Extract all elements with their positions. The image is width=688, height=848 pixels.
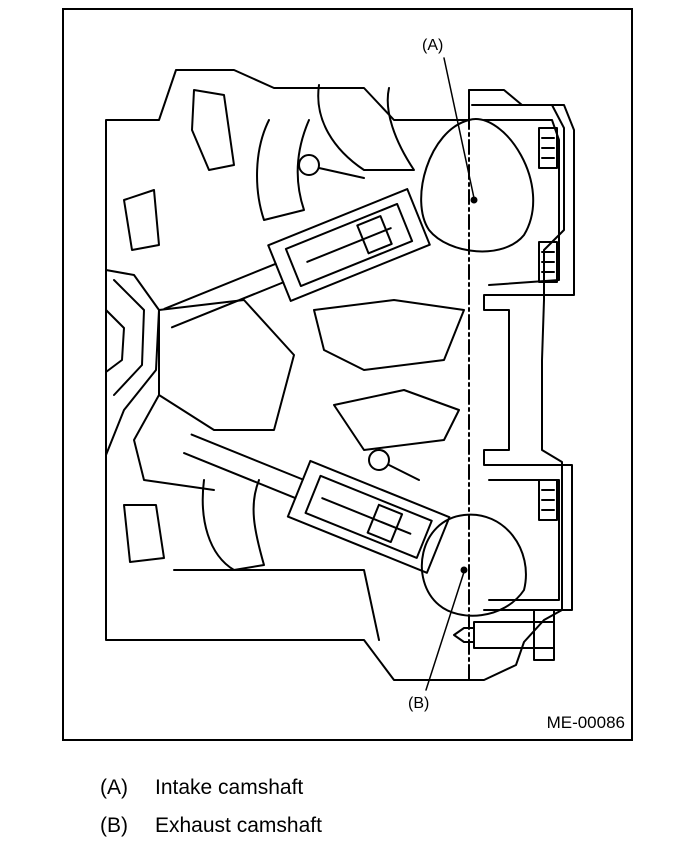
intake-camshaft-lobe [420,118,535,253]
callout-label-b: (B) [408,695,430,712]
cam-cover-bolt-lower-2 [453,609,555,661]
legend-key: (A) [100,776,128,799]
legend-text: Intake camshaft [155,776,304,799]
head-casting-outline [105,69,565,681]
legend-item-a: (A) Intake camshaft [100,776,303,800]
callout-leader-a [443,57,475,199]
callout-leader-b [425,571,465,691]
figure-id: ME-00086 [546,713,625,732]
cam-cover [471,104,575,611]
cam-cover-bolt-upper-1 [538,127,558,169]
exhaust-lifter-assembly [183,433,451,574]
central-web [158,299,295,431]
lower-cavity [123,504,165,563]
legend-item-b: (B) Exhaust camshaft [100,814,322,838]
intake-lifter-assembly [163,188,431,329]
upper-cavity [191,89,235,171]
cam-cover-bolt-lower-1 [538,479,558,521]
legend-key: (B) [100,814,128,837]
intake-port-wall [105,269,160,456]
cylinder-head-cross-section [105,57,575,691]
cylinder-head-diagram: (A) (B) ME-00086 [62,8,633,741]
exhaust-camshaft-lobe [420,513,527,617]
oil-passage-lower [368,449,390,471]
callout-label-a: (A) [422,37,444,54]
legend-text: Exhaust camshaft [155,814,322,837]
cam-cover-bolt-upper-2 [538,241,558,283]
oil-passage-upper [298,154,320,176]
